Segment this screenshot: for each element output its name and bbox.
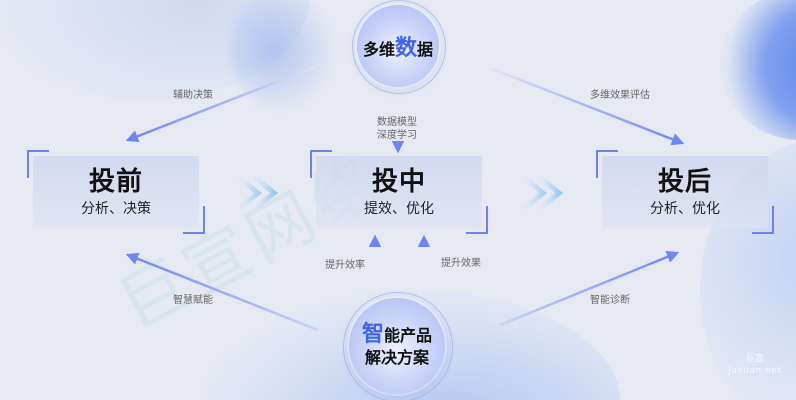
node-text: 据 <box>417 40 434 59</box>
node-text: 多维 <box>362 40 395 59</box>
stage-title: 投后 <box>657 167 712 197</box>
stage-title: 投中 <box>371 167 426 197</box>
circle-ring <box>352 0 446 94</box>
corner-bracket <box>752 206 774 234</box>
corner-bracket <box>183 206 205 234</box>
smart-solution-node: 智 能产品 解决方案 <box>349 298 445 394</box>
edge-label-line: 深度学习 <box>377 130 417 141</box>
node-label: 多维 数 据 <box>363 30 433 62</box>
chevron-right-icon <box>519 177 563 209</box>
node-accent-char: 数 <box>394 36 417 61</box>
circle-ring <box>343 292 453 400</box>
node-label-line2: 解决方案 <box>364 347 429 367</box>
brand-mark: 巨宣 Juxuan.net <box>728 353 781 377</box>
stage-subtitle: 分析、决策 <box>81 201 151 217</box>
chevron-right-icon <box>234 177 278 209</box>
edge-label-efficiency: 提升效率 <box>325 260 365 271</box>
node-text: 能产品 <box>384 325 433 345</box>
stage-title: 投前 <box>88 167 143 197</box>
edge-label-line: 数据模型 <box>377 117 417 128</box>
stage-subtitle: 分析、优化 <box>650 201 720 217</box>
corner-bracket <box>466 206 488 234</box>
corner-bracket <box>310 150 332 178</box>
brand-name: 巨宣 <box>745 354 764 364</box>
stage-box-pre: 投前 分析、决策 <box>27 150 205 234</box>
stage-box-mid: 投中 提效、优化 <box>310 150 488 234</box>
stage-subtitle: 提效、优化 <box>364 201 434 217</box>
edge-label-smart-diagnosis: 智能诊断 <box>590 295 630 306</box>
edge-label-data-model: 数据模型 深度学习 <box>377 116 417 142</box>
node-accent-char: 智 <box>361 321 384 347</box>
edge-label-effect: 提升效果 <box>441 258 481 269</box>
corner-bracket <box>27 150 49 178</box>
corner-bracket <box>596 150 618 178</box>
stage-box-post: 投后 分析、优化 <box>596 150 774 234</box>
node-label-line1: 智 能产品 <box>361 321 433 347</box>
multi-dim-data-node: 多维 数 据 <box>357 5 439 87</box>
brand-domain: Juxuan.net <box>728 366 782 376</box>
edge-label-smart-enable: 智慧赋能 <box>173 295 213 306</box>
edge-label-assist-decision: 辅助决策 <box>173 90 213 101</box>
edge-label-multi-eval: 多维效果评估 <box>590 90 650 101</box>
